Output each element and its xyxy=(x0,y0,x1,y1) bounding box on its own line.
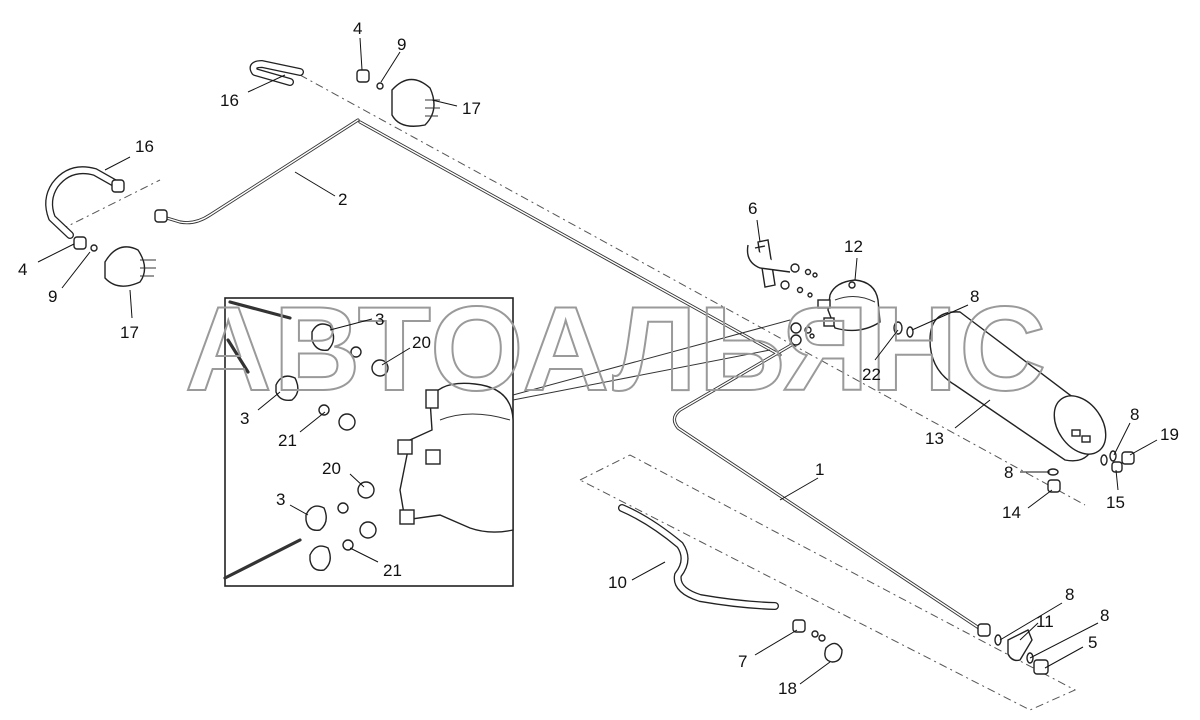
watermark: АВТОАЛЬЯНС xyxy=(185,282,1048,416)
callout-label: 21 xyxy=(383,561,402,580)
callout-label: 10 xyxy=(608,573,627,592)
leader-lines xyxy=(37,37,1158,685)
callout-label: 15 xyxy=(1106,493,1125,512)
air-receiver-13 xyxy=(929,311,1107,462)
callout-label: 11 xyxy=(1036,612,1054,631)
plug-18 xyxy=(824,642,843,663)
valve-12 xyxy=(746,239,881,346)
callout-label: 17 xyxy=(462,99,481,118)
detail-inset xyxy=(223,297,791,587)
fittings xyxy=(73,69,1135,675)
callout-label: 16 xyxy=(135,137,154,156)
callout-label: 21 xyxy=(278,431,297,450)
callout-label: 20 xyxy=(322,459,341,478)
callout-label: 3 xyxy=(276,490,285,509)
callout-label: 22 xyxy=(862,365,881,384)
callout-label: 6 xyxy=(748,199,757,218)
callout-label: 16 xyxy=(220,91,239,110)
callout-label: 1 xyxy=(815,460,824,479)
callout-label: 5 xyxy=(1088,633,1097,652)
callout-label: 8 xyxy=(1100,606,1109,625)
callout-label: 8 xyxy=(1130,405,1139,424)
callout-label: 19 xyxy=(1160,425,1179,444)
hose-16-left xyxy=(45,166,122,239)
callout-label: 4 xyxy=(18,260,27,279)
hose-16-top xyxy=(249,60,304,86)
callout-label: 13 xyxy=(925,429,944,448)
callout-label: 17 xyxy=(120,323,139,342)
callout-label: 9 xyxy=(48,287,57,306)
pipe-1 xyxy=(358,120,987,634)
lamp-17-left xyxy=(104,246,156,287)
callout-label: 2 xyxy=(338,190,347,209)
callout-label: 4 xyxy=(353,19,362,38)
callout-label: 9 xyxy=(397,35,406,54)
pipe-2 xyxy=(158,118,360,225)
callout-label: 7 xyxy=(738,652,747,671)
callout-label: 3 xyxy=(375,310,384,329)
callout-labels: 4 9 16 17 16 2 4 9 17 3 20 3 21 20 3 21 … xyxy=(18,19,1179,698)
assembly-axes xyxy=(59,74,1086,711)
callout-label: 8 xyxy=(1065,585,1074,604)
callout-label: 8 xyxy=(1004,463,1013,482)
lamp-17-top xyxy=(391,78,440,127)
callout-label: 8 xyxy=(970,287,979,306)
callout-label: 20 xyxy=(412,333,431,352)
callout-label: 18 xyxy=(778,679,797,698)
callout-label: 14 xyxy=(1002,503,1021,522)
hose-10 xyxy=(618,504,779,610)
callout-label: 3 xyxy=(240,409,249,428)
callout-label: 12 xyxy=(844,237,863,256)
